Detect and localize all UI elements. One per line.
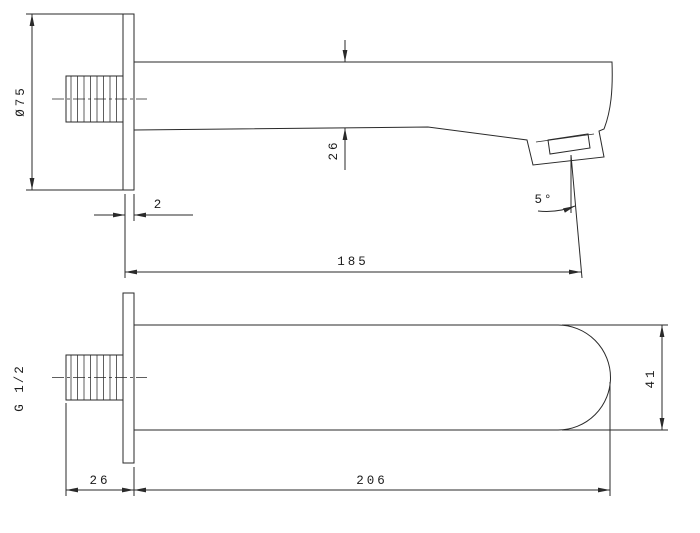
outlet-detail xyxy=(535,133,595,155)
dim-spout-height: 26 xyxy=(327,40,348,170)
dim-text-total-length: 206 xyxy=(356,474,388,488)
spout-plan-outline xyxy=(134,324,611,431)
spout-outline xyxy=(133,61,613,166)
thread-label: G 1/2 xyxy=(13,364,27,412)
dim-thread-length-and-total: 26 206 xyxy=(65,382,611,496)
flange-outline xyxy=(122,13,135,191)
dim-text-outlet-angle: 5° xyxy=(534,193,553,207)
dim-outlet-angle: 5° xyxy=(534,154,583,279)
dim-flange-thickness: 2 xyxy=(94,194,193,278)
dim-length: 185 xyxy=(125,255,581,275)
dim-text-length: 185 xyxy=(337,255,369,269)
dim-text-spout-height: 26 xyxy=(327,139,341,160)
dim-flange-diameter: Ø75 xyxy=(14,13,123,191)
dim-text-spout-width: 41 xyxy=(644,367,658,388)
dim-text-flange-diameter: Ø75 xyxy=(14,85,28,117)
dim-text-flange-thickness: 2 xyxy=(154,198,165,212)
side-view: Ø75 2 26 5° xyxy=(14,13,613,279)
dim-spout-width: 41 xyxy=(562,324,668,431)
dim-text-thread-length: 26 xyxy=(89,474,110,488)
flange-outline-plan xyxy=(122,292,135,464)
plan-view: G 1/2 41 26 206 xyxy=(13,292,668,496)
